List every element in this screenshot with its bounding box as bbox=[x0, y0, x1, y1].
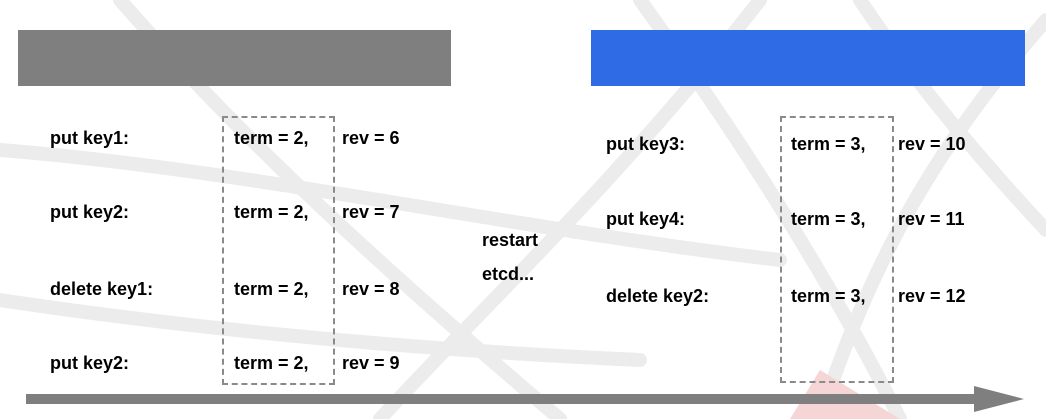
left-row-3-term: term = 2, bbox=[234, 279, 309, 299]
timeline-arrowhead bbox=[974, 386, 1024, 412]
left-row-2-term: term = 2, bbox=[234, 202, 309, 222]
left-row-3-op: delete key1: bbox=[50, 279, 154, 299]
restart-label-line-2: etcd... bbox=[482, 264, 535, 284]
left-row-4-rev: rev = 9 bbox=[342, 353, 400, 373]
right-row-1-rev: rev = 10 bbox=[898, 134, 966, 154]
right-row-1-op: put key3: bbox=[606, 134, 686, 154]
right-row-2-rev: rev = 11 bbox=[898, 209, 965, 229]
left-header-bar bbox=[18, 30, 451, 86]
left-row-4-op: put key2: bbox=[50, 353, 130, 373]
right-term-highlight-box bbox=[780, 116, 894, 383]
left-row-1-rev: rev = 6 bbox=[342, 128, 400, 148]
bg-line-6 bbox=[0, 293, 647, 367]
right-row-1-term: term = 3, bbox=[791, 134, 866, 154]
right-row-3-op: delete key2: bbox=[606, 286, 710, 306]
right-row-2-term: term = 3, bbox=[791, 209, 866, 229]
bg-line-2 bbox=[0, 143, 787, 267]
timeline-arrow bbox=[26, 386, 1024, 412]
timeline-shaft bbox=[26, 394, 976, 404]
left-row-2-op: put key2: bbox=[50, 202, 130, 222]
right-row-2-op: put key4: bbox=[606, 209, 686, 229]
left-row-1-op: put key1: bbox=[50, 128, 130, 148]
left-row-1-term: term = 2, bbox=[234, 128, 309, 148]
right-row-3-rev: rev = 12 bbox=[898, 286, 966, 306]
left-term-highlight-box bbox=[222, 116, 335, 385]
right-row-3-term: term = 3, bbox=[791, 286, 866, 306]
left-row-4-term: term = 2, bbox=[234, 353, 309, 373]
left-row-2-rev: rev = 7 bbox=[342, 202, 400, 222]
right-header-bar bbox=[591, 30, 1025, 86]
left-row-3-rev: rev = 8 bbox=[342, 279, 400, 299]
restart-label-line-1: restart bbox=[482, 230, 539, 250]
